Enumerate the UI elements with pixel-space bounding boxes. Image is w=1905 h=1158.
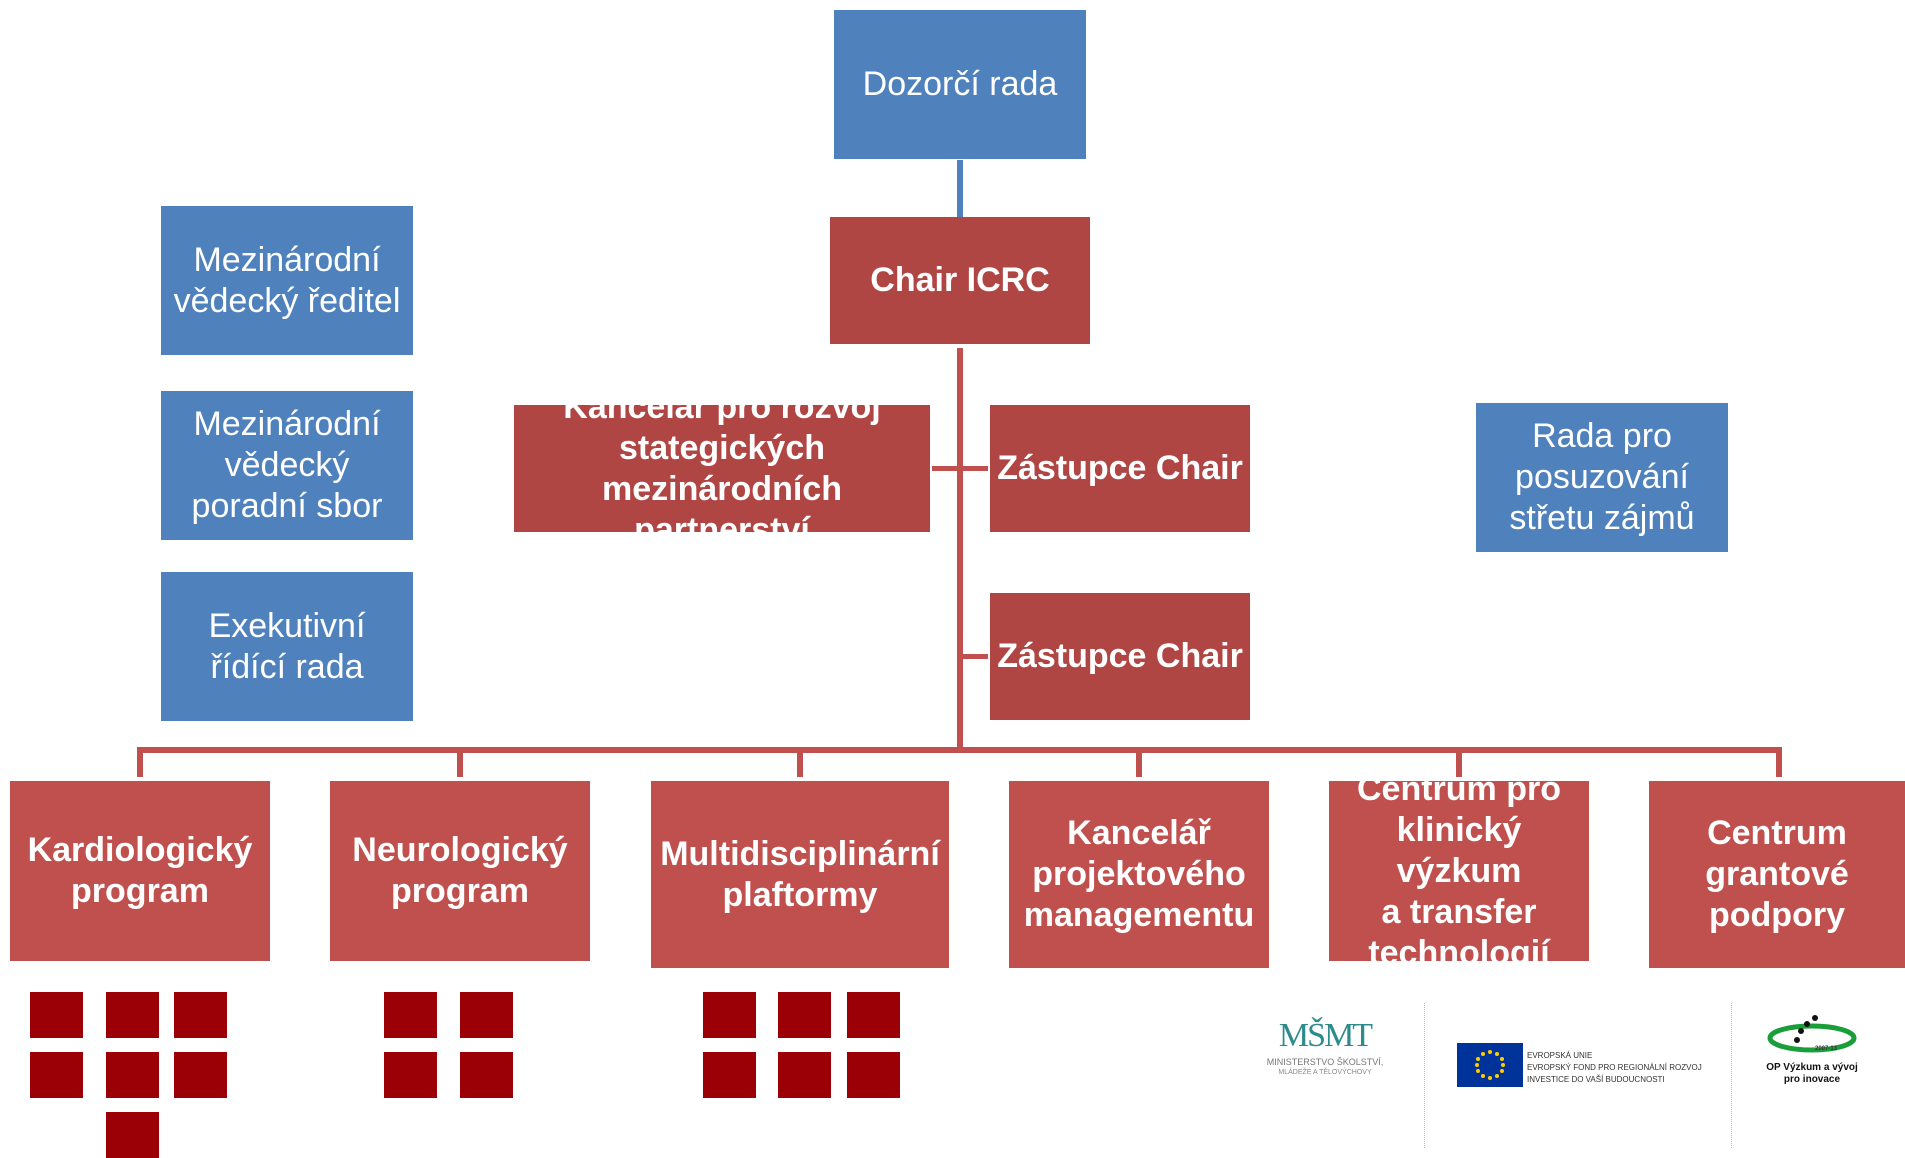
conflict-of-interest-board-box: Rada pro posuzování střetu zájmů [1476,403,1728,552]
logo-divider [1424,1003,1426,1148]
supervisory-board-box: Dozorčí rada [834,10,1086,159]
deputy-chair-box-1: Zástupce Chair [990,405,1250,532]
deputy-chair-box-2: Zástupce Chair [990,593,1250,720]
sub-unit-square [106,1052,159,1098]
chair-box: Chair ICRC [830,217,1090,344]
op-vavpi-logo: 2007-13 OP Výzkum a vývoj pro inovace [1757,1012,1867,1092]
unit-box-cardiology: Kardiologický program [10,781,270,961]
sub-unit-square [30,992,83,1038]
msmt-logo-line1: MINISTERSTVO ŠKOLSTVÍ, [1266,1057,1384,1067]
sub-unit-square [847,1052,900,1098]
unit-box-clinical-research-center: Centrum pro klinický výzkum a transfer t… [1329,770,1589,972]
sub-unit-square [460,992,513,1038]
sub-unit-square [384,992,437,1038]
sub-unit-square [106,992,159,1038]
connector-top-chair [957,160,963,218]
eu-flag-icon [1457,1043,1523,1087]
msmt-logo-mark: MŠMT [1278,1017,1373,1054]
connector-chair-trunk [957,348,963,748]
unit-box-grant-support-center: Centrum grantové podpory [1649,781,1905,968]
sub-unit-square [703,992,756,1038]
connector-office-deputy [932,466,988,471]
connector-horizontal-bar [137,747,1782,753]
executive-board-box: Exekutivní řídící rada [161,572,413,721]
connector-deputy-2 [960,654,988,659]
msmt-logo: MŠMT MINISTERSTVO ŠKOLSTVÍ, MLÁDEŽE A TĚ… [1245,1015,1405,1095]
op-logo-line1: OP Výzkum a vývoj [1766,1062,1858,1073]
connector-unit-4 [1136,747,1142,777]
sub-unit-square [460,1052,513,1098]
sub-unit-square [847,992,900,1038]
sub-unit-square [174,992,227,1038]
connector-unit-6 [1776,747,1782,777]
op-logo-line2: pro inovace [1783,1074,1841,1085]
sub-unit-square [106,1112,159,1158]
logo-divider [1731,1003,1733,1148]
sub-unit-square [384,1052,437,1098]
connector-unit-2 [457,747,463,777]
sub-unit-square [778,1052,831,1098]
eu-logo-line1: EVROPSKÁ UNIE [1527,1051,1593,1060]
connector-unit-5 [1456,747,1462,777]
op-vavpi-swoosh-icon [1767,1015,1857,1053]
msmt-logo-line2: MLÁDEŽE A TĚLOVÝCHOVY [1278,1069,1372,1076]
scientific-advisory-board-box: Mezinárodní vědecký poradní sbor [161,391,413,540]
op-year: 2007-13 [1815,1046,1838,1052]
sub-unit-square [778,992,831,1038]
eu-logo-line3: INVESTICE DO VAŠÍ BUDOUCNOSTI [1527,1075,1665,1084]
connector-unit-1 [137,747,143,777]
unit-box-project-office: Kancelář projektového managementu [1009,781,1269,968]
eu-logo: EVROPSKÁ UNIE EVROPSKÝ FOND PRO REGIONÁL… [1457,1043,1707,1089]
eu-logo-line2: EVROPSKÝ FOND PRO REGIONÁLNÍ ROZVOJ [1527,1063,1702,1072]
connector-unit-3 [797,747,803,777]
scientific-director-box: Mezinárodní vědecký ředitel [161,206,413,355]
partnership-office-box: Kancelář pro rozvoj stategických mezinár… [514,388,930,549]
sub-unit-square [174,1052,227,1098]
unit-box-multidisciplinary: Multidisciplinární plaftormy [651,781,949,968]
unit-box-neurology: Neurologický program [330,781,590,961]
sub-unit-square [703,1052,756,1098]
sub-unit-square [30,1052,83,1098]
